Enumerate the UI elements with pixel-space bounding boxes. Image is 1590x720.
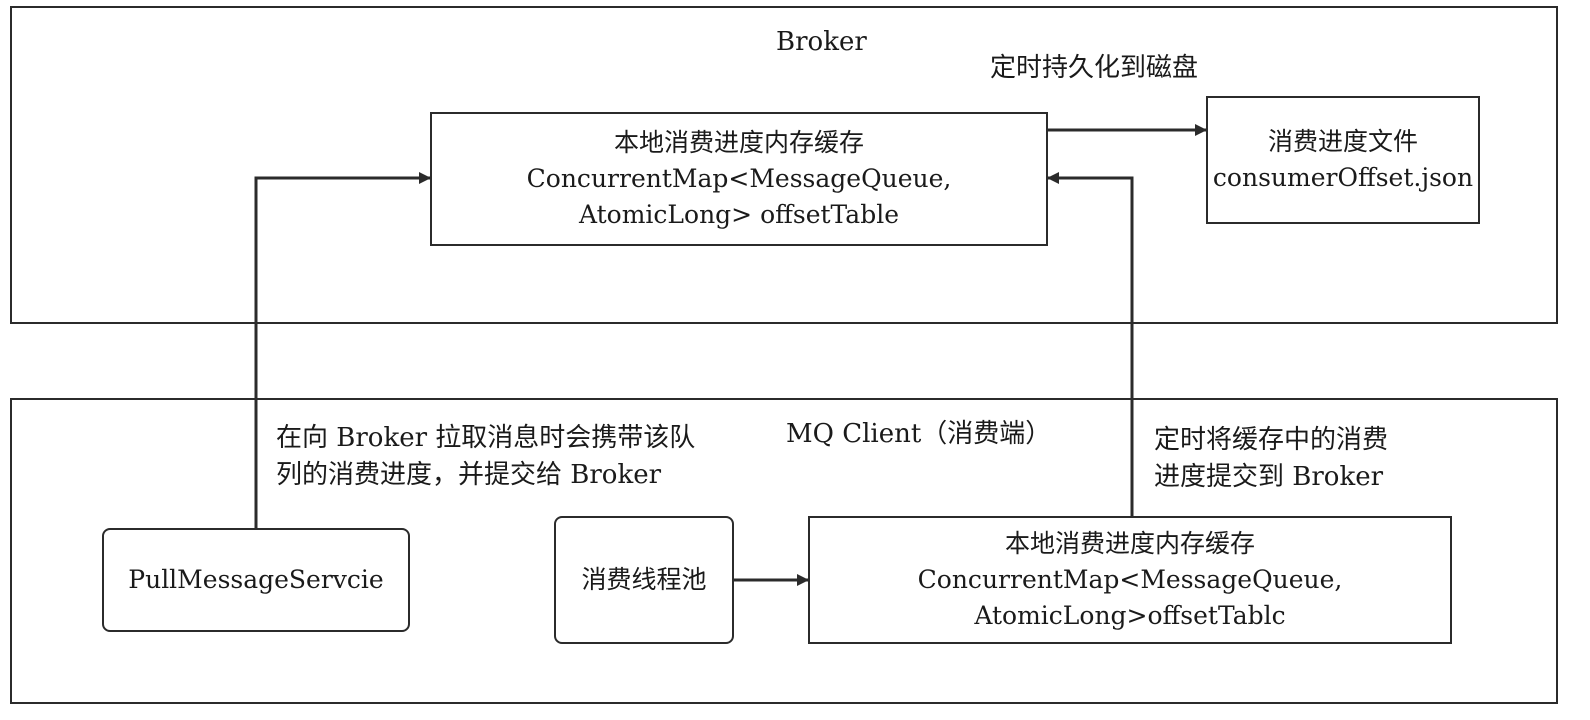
pull-note-line1: 在向 Broker 拉取消息时会携带该队 <box>276 423 696 453</box>
client-cache-line1: 本地消费进度内存缓存 <box>1004 529 1255 558</box>
client-offset-cache-box: 本地消费进度内存缓存 ConcurrentMap<MessageQueue, A… <box>808 516 1452 644</box>
broker-region <box>10 6 1558 324</box>
offset-file-line1: 消费进度文件 <box>1267 127 1418 156</box>
persist-to-disk-label: 定时持久化到磁盘 <box>990 53 1199 83</box>
commit-note-line1: 定时将缓存中的消费 <box>1154 425 1389 455</box>
mq-client-title: MQ Client（消费端） <box>786 419 1052 449</box>
pull-note-line2: 列的消费进度，并提交给 Broker <box>276 460 662 490</box>
mq-client-region <box>10 398 1558 704</box>
client-cache-line3: AtomicLong>offsetTablc <box>974 601 1286 630</box>
broker-cache-line3: AtomicLong> offsetTable <box>579 200 899 229</box>
scheduled-commit-arrow <box>1047 172 1134 516</box>
consume-thread-pool-box: 消费线程池 <box>554 516 734 644</box>
client-cache-line2: ConcurrentMap<MessageQueue, <box>917 565 1343 594</box>
offset-file-box: 消费进度文件 consumerOffset.json <box>1206 96 1480 224</box>
pull-message-service-box: PullMessageServcie <box>102 528 410 632</box>
broker-cache-line2: ConcurrentMap<MessageQueue, <box>526 164 952 193</box>
commit-note-line2: 进度提交到 Broker <box>1154 462 1384 492</box>
broker-title: Broker <box>776 27 867 57</box>
broker-cache-line1: 本地消费进度内存缓存 <box>613 128 864 157</box>
pull-message-service-label: PullMessageServcie <box>128 565 384 594</box>
pull-note: 在向 Broker 拉取消息时会携带该队 列的消费进度，并提交给 Broker <box>276 420 695 494</box>
broker-offset-cache-box: 本地消费进度内存缓存 ConcurrentMap<MessageQueue, A… <box>430 112 1048 246</box>
consume-thread-pool-label: 消费线程池 <box>581 565 707 594</box>
offset-file-line2: consumerOffset.json <box>1212 163 1474 192</box>
pull-commit-arrow <box>254 172 431 528</box>
commit-note: 定时将缓存中的消费 进度提交到 Broker <box>1154 422 1388 496</box>
